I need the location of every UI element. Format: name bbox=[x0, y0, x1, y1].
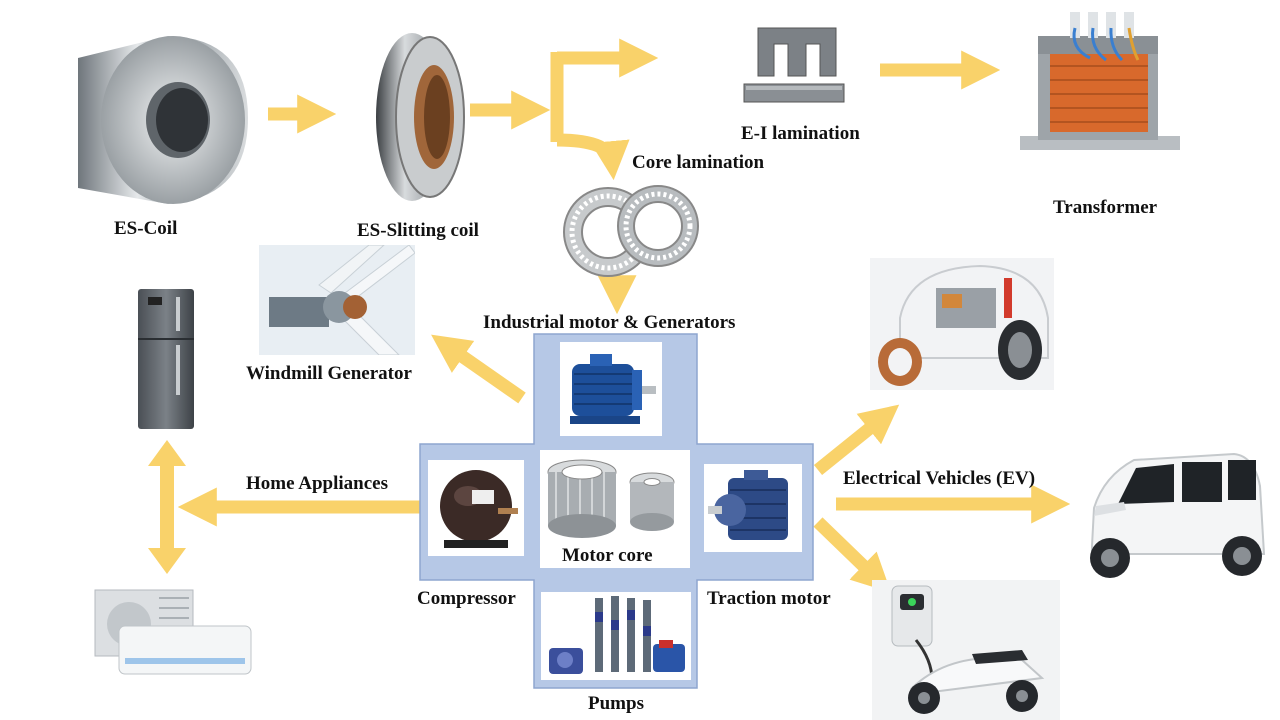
arrow-to-ev-car bbox=[813, 404, 900, 476]
windmill-generator-image bbox=[259, 245, 415, 355]
motor-core-image bbox=[547, 459, 675, 538]
label-home-appliances: Home Appliances bbox=[246, 473, 388, 494]
traction-motor-image bbox=[708, 470, 788, 540]
label-industrial-motor: Industrial motor & Generators bbox=[483, 312, 736, 333]
label-es-coil: ES-Coil bbox=[114, 218, 178, 239]
label-compressor: Compressor bbox=[417, 588, 516, 609]
label-core-lamination: Core lamination bbox=[632, 152, 765, 173]
label-traction-motor: Traction motor bbox=[707, 588, 831, 609]
ev-chassis-image bbox=[870, 258, 1054, 390]
label-motor-core: Motor core bbox=[562, 545, 653, 566]
label-es-slitting-coil: ES-Slitting coil bbox=[357, 220, 479, 241]
label-electrical-vehicles: Electrical Vehicles (EV) bbox=[843, 468, 1036, 489]
transformer-image bbox=[1020, 12, 1180, 150]
air-conditioner-image bbox=[94, 589, 252, 675]
label-windmill-generator: Windmill Generator bbox=[246, 363, 412, 384]
refrigerator-image bbox=[138, 289, 194, 429]
industrial-motor-image bbox=[570, 354, 656, 424]
compressor-image bbox=[440, 470, 518, 548]
label-pumps: Pumps bbox=[588, 693, 644, 714]
ev-scooter-image bbox=[872, 580, 1060, 720]
es-coil-image bbox=[78, 36, 248, 204]
arrow-to-windmill bbox=[431, 334, 526, 404]
pumps-image bbox=[549, 596, 685, 674]
arrow-fridge-ac bbox=[148, 440, 186, 574]
ei-lamination-image bbox=[743, 27, 845, 103]
core-lamination-image bbox=[563, 185, 699, 277]
label-transformer: Transformer bbox=[1053, 197, 1158, 218]
ev-minicar-image bbox=[1090, 452, 1266, 578]
label-ei-lamination: E-I lamination bbox=[741, 123, 860, 144]
es-slitting-coil-image bbox=[376, 33, 465, 201]
arrow-to-ev-scooter bbox=[813, 517, 892, 593]
arrow-splitter-to-core bbox=[556, 133, 630, 181]
